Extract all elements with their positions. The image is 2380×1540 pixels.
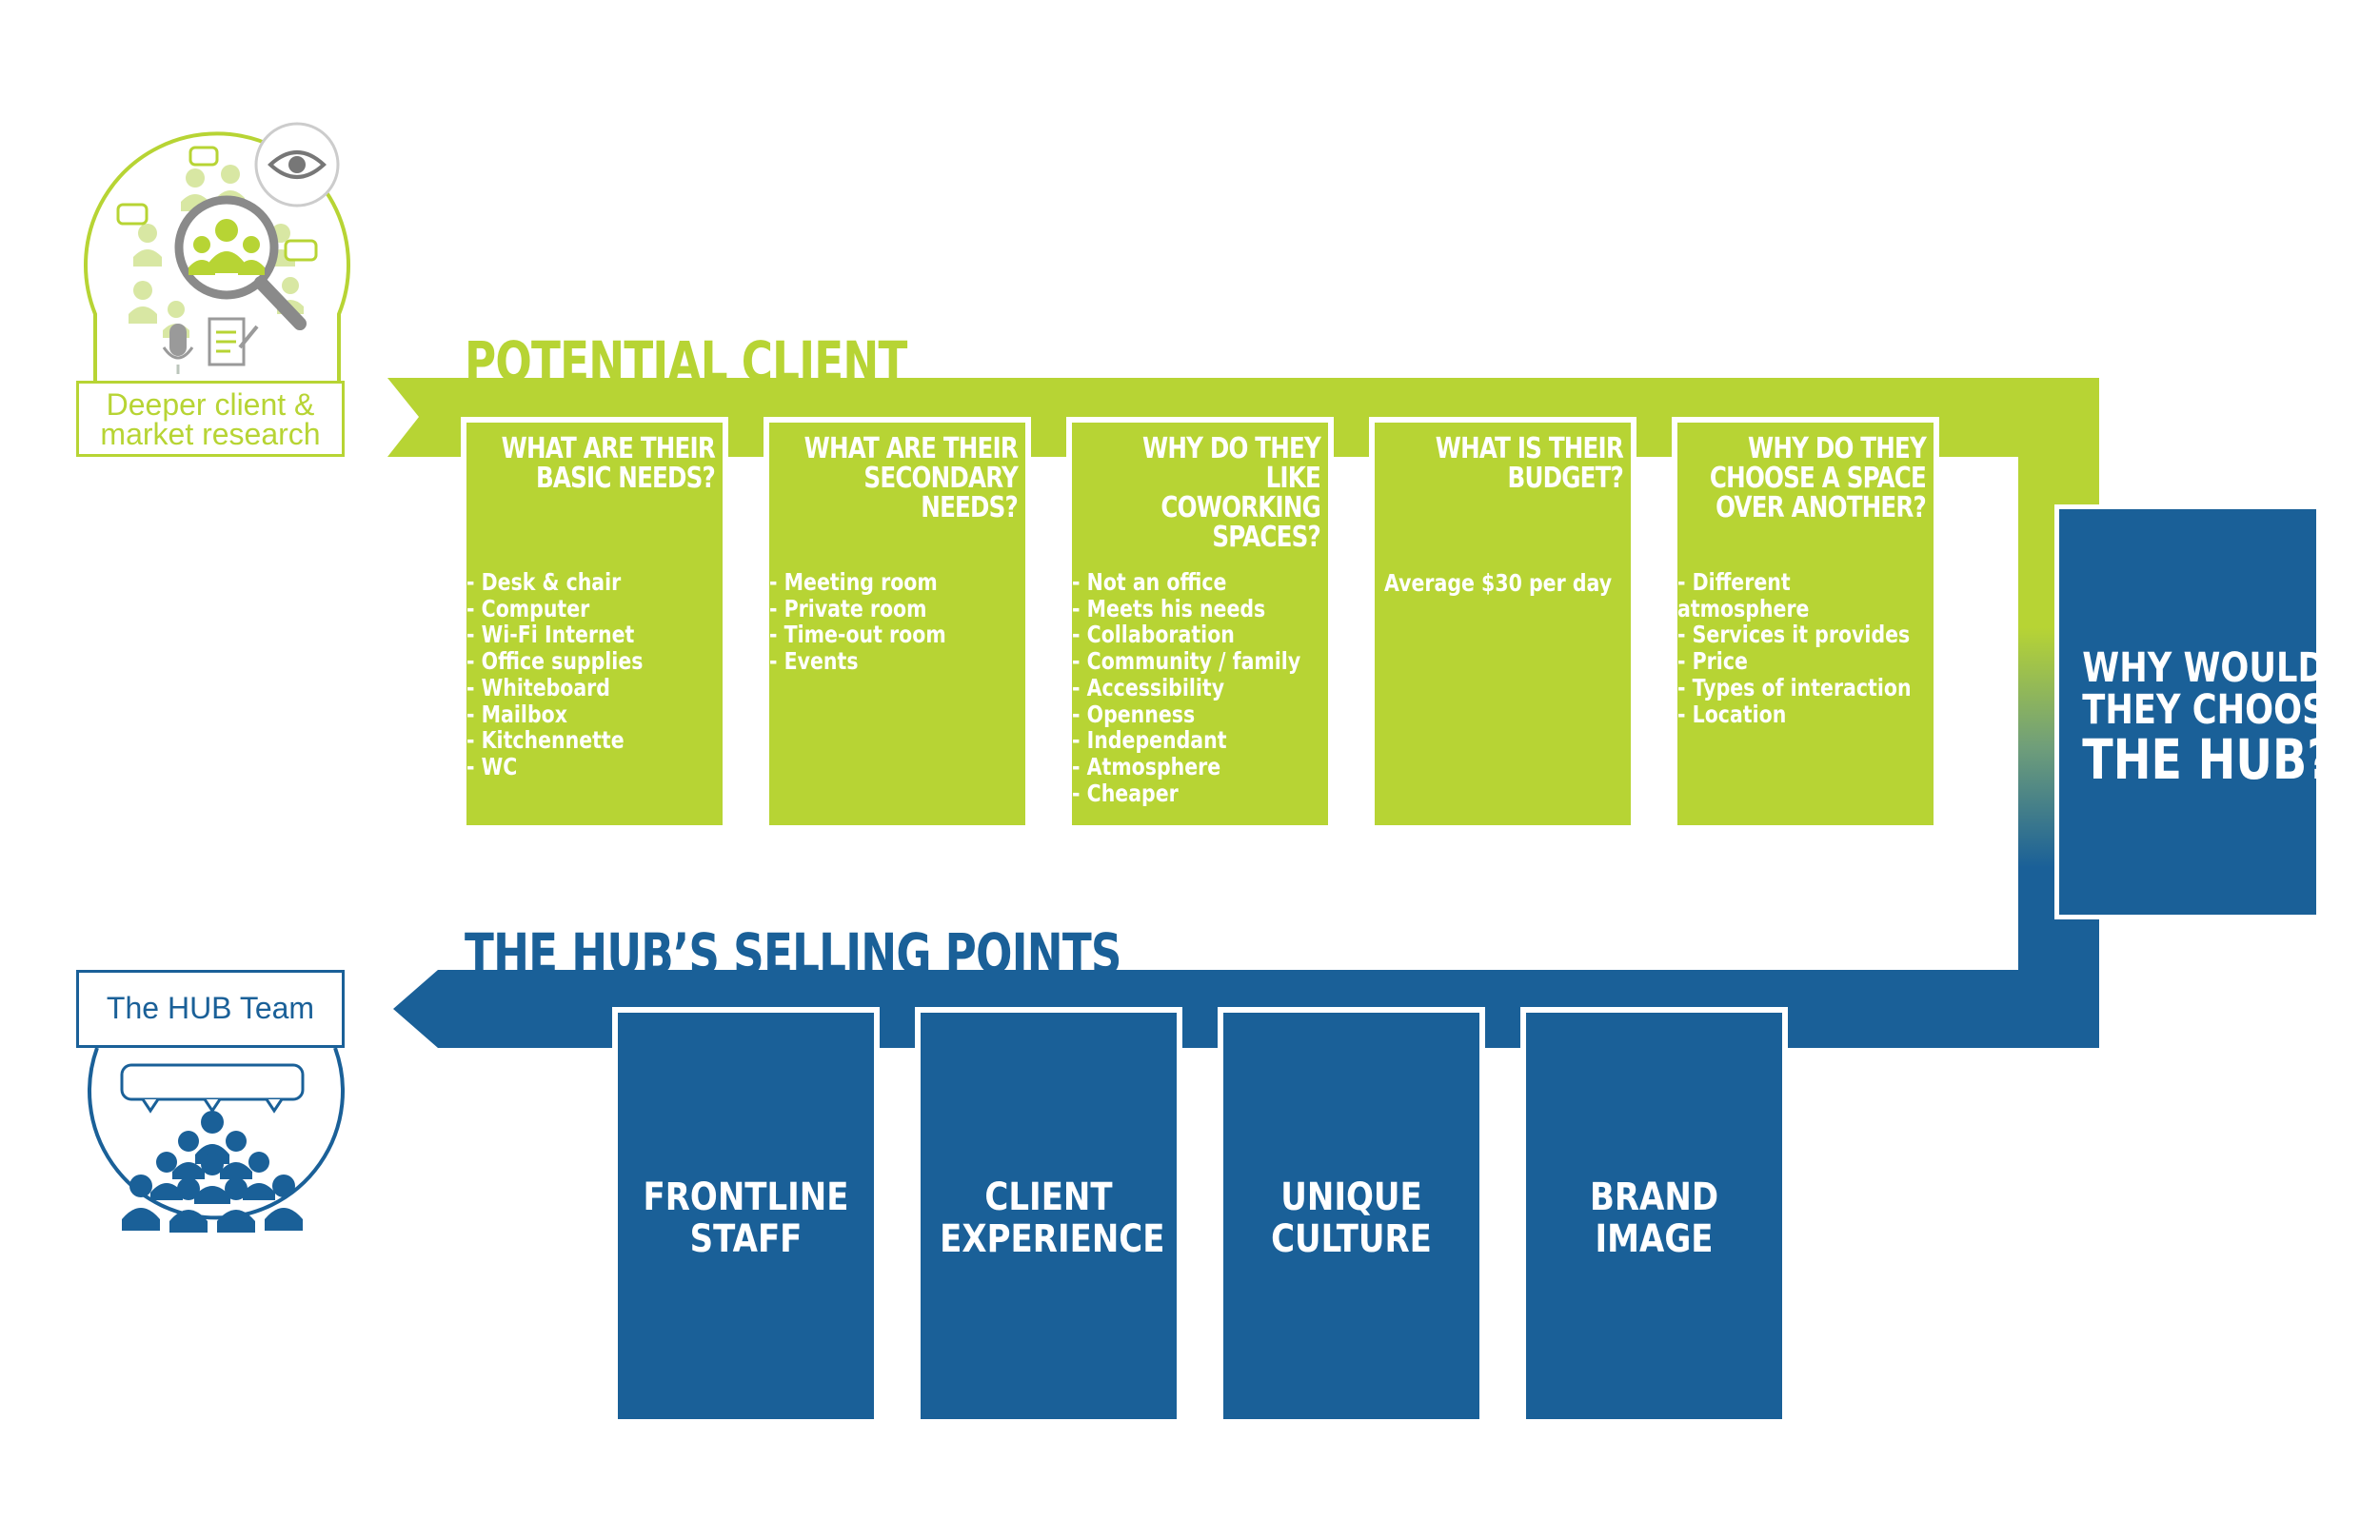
list-item: Mailbox xyxy=(466,701,716,728)
question-line: OVER ANOTHER? xyxy=(1716,491,1927,524)
client-card-list: Meeting room Private room Time-out room … xyxy=(769,569,1019,675)
selling-card-line: CULTURE xyxy=(1271,1217,1432,1261)
question-line: WHAT IS THEIR xyxy=(1435,432,1624,465)
list-item: Office supplies xyxy=(466,648,716,675)
client-card-question: WHAT IS THEIR BUDGET? xyxy=(1404,432,1624,495)
why-box-line: WHY WOULD xyxy=(2082,644,2326,692)
question-line: SECONDARY xyxy=(863,462,1018,495)
question-line: BASIC NEEDS? xyxy=(535,462,716,495)
list-item: Accessibility xyxy=(1072,675,1321,701)
research-label-line2: market research xyxy=(100,417,321,451)
selling-card-unique-culture: UNIQUE CULTURE xyxy=(1218,1007,1485,1425)
selling-card-brand-image: BRAND IMAGE xyxy=(1520,1007,1788,1425)
client-card-choose-space: WHY DO THEY CHOOSE A SPACE OVER ANOTHER?… xyxy=(1672,417,1939,831)
list-item: Collaboration xyxy=(1072,622,1321,648)
selling-card-line: CLIENT xyxy=(984,1175,1113,1219)
selling-card-label: CLIENT EXPERIENCE xyxy=(940,1175,1165,1261)
selling-card-line: BRAND xyxy=(1589,1175,1719,1219)
question-line: LIKE COWORKING xyxy=(1160,462,1320,524)
selling-card-line: FRONTLINE xyxy=(643,1175,849,1219)
list-item: Atmosphere xyxy=(1072,754,1321,780)
client-card-question: WHY DO THEY CHOOSE A SPACE OVER ANOTHER? xyxy=(1707,432,1927,524)
list-item: Openness xyxy=(1072,701,1321,728)
research-label-line1: Deeper client & xyxy=(106,387,315,422)
list-item: Wi-Fi Internet xyxy=(466,622,716,648)
list-item: Private room xyxy=(769,595,1019,622)
client-card-budget: WHAT IS THEIR BUDGET? Average $30 per da… xyxy=(1369,417,1636,831)
question-line: CHOOSE A SPACE xyxy=(1709,462,1927,495)
list-item: Computer xyxy=(466,595,716,622)
list-item: WC xyxy=(466,754,716,780)
selling-card-line: IMAGE xyxy=(1595,1217,1714,1261)
research-label: Deeper client & market research xyxy=(76,381,345,457)
list-item: Price xyxy=(1677,648,1927,675)
list-item: Desk & chair xyxy=(466,569,716,596)
list-item: Meets his needs xyxy=(1072,595,1321,622)
client-card-list: Desk & chair Computer Wi-Fi Internet Off… xyxy=(466,569,716,780)
team-label: The HUB Team xyxy=(76,970,345,1048)
client-card-question: WHAT ARE THEIR SECONDARY NEEDS? xyxy=(799,432,1019,524)
list-item: Community / family xyxy=(1072,648,1321,675)
potential-client-title: POTENTIAL CLIENT xyxy=(465,329,907,394)
list-item: Independant xyxy=(1072,727,1321,754)
list-item: Location xyxy=(1677,701,1927,728)
question-line: NEEDS? xyxy=(921,491,1019,524)
selling-card-label: UNIQUE CULTURE xyxy=(1242,1176,1460,1260)
client-card-list: Not an office Meets his needs Collaborat… xyxy=(1072,569,1321,806)
client-card-question: WHAT ARE THEIR BASIC NEEDS? xyxy=(496,432,716,495)
why-box-line: THEY CHOOSE xyxy=(2082,686,2350,734)
why-box-line: THE HUB? xyxy=(2082,727,2333,792)
team-label-text: The HUB Team xyxy=(106,991,315,1025)
list-item: Different atmosphere xyxy=(1677,569,1927,622)
selling-card-line: UNIQUE xyxy=(1280,1175,1422,1219)
client-card-secondary-needs: WHAT ARE THEIR SECONDARY NEEDS? Meeting … xyxy=(764,417,1031,831)
client-card-coworking: WHY DO THEY LIKE COWORKING SPACES? Not a… xyxy=(1066,417,1334,831)
team-icon xyxy=(76,1047,362,1276)
list-item: Not an office xyxy=(1072,569,1321,596)
list-item: Cheaper xyxy=(1072,780,1321,807)
list-item: Whiteboard xyxy=(466,675,716,701)
list-item: Events xyxy=(769,648,1019,675)
budget-value: Average $30 per day xyxy=(1384,569,1613,597)
selling-card-frontline-staff: FRONTLINE STAFF xyxy=(612,1007,880,1425)
list-item: Time-out room xyxy=(769,622,1019,648)
research-icon xyxy=(76,119,362,462)
question-line: WHAT ARE THEIR xyxy=(501,432,716,465)
client-card-basic-needs: WHAT ARE THEIR BASIC NEEDS? Desk & chair… xyxy=(461,417,728,831)
selling-card-label: BRAND IMAGE xyxy=(1545,1176,1763,1260)
question-line: WHY DO THEY xyxy=(1748,432,1927,465)
selling-card-label: FRONTLINE STAFF xyxy=(637,1176,855,1260)
list-item: Kitchennette xyxy=(466,727,716,754)
question-line: SPACES? xyxy=(1212,521,1320,554)
selling-card-client-experience: CLIENT EXPERIENCE xyxy=(915,1007,1182,1425)
list-item: Meeting room xyxy=(769,569,1019,596)
client-card-list: Different atmosphere Services it provide… xyxy=(1677,569,1927,727)
client-card-question: WHY DO THEY LIKE COWORKING SPACES? xyxy=(1101,432,1321,554)
question-line: WHY DO THEY xyxy=(1142,432,1321,465)
question-line: WHAT ARE THEIR xyxy=(803,432,1019,465)
selling-card-line: EXPERIENCE xyxy=(940,1217,1165,1261)
why-choose-hub-box: WHY WOULD THEY CHOOSE THE HUB? xyxy=(2054,504,2350,919)
question-line: BUDGET? xyxy=(1507,462,1624,495)
list-item: Types of interaction xyxy=(1677,675,1927,701)
list-item: Services it provides xyxy=(1677,622,1927,648)
why-box-text: WHY WOULD THEY CHOOSE THE HUB? xyxy=(2082,644,2350,792)
selling-card-line: STAFF xyxy=(689,1217,803,1261)
selling-points-title: THE HUB’S SELLING POINTS xyxy=(465,921,1122,986)
